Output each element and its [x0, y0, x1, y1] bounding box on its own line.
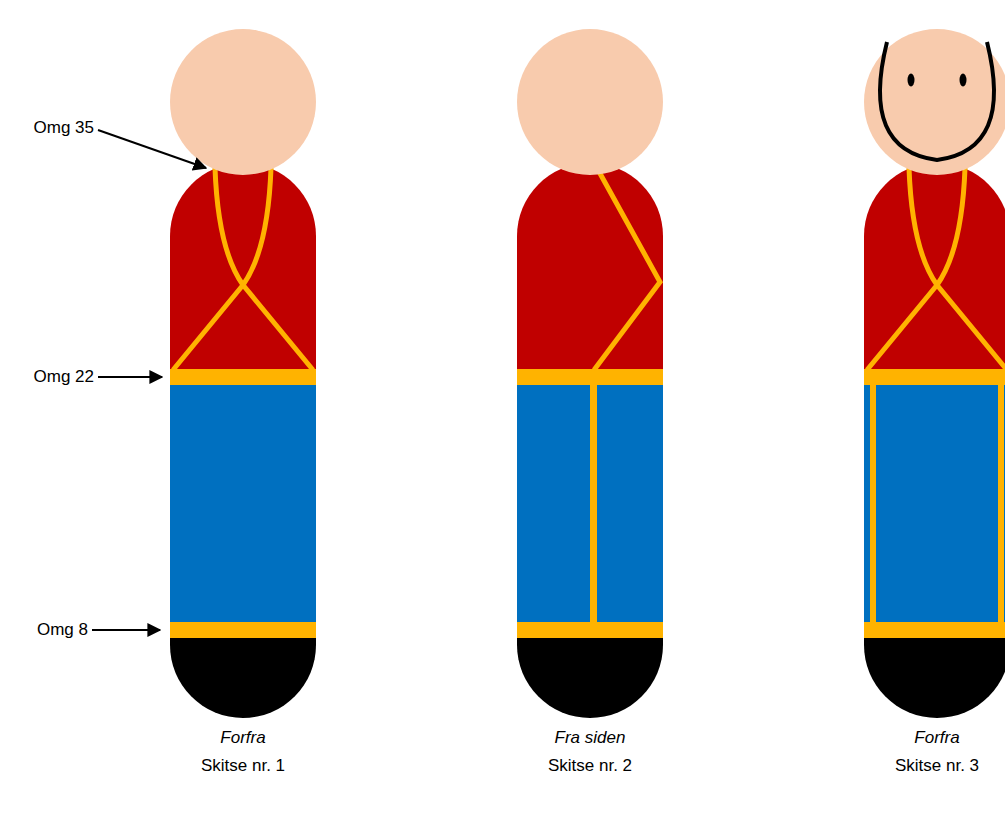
round-callout: Omg 22	[34, 367, 94, 387]
soldier-side	[517, 29, 663, 718]
leader-arrows	[92, 130, 206, 630]
view-label: Forfra	[914, 728, 959, 748]
view-label: Fra siden	[555, 728, 626, 748]
view-label: Forfra	[220, 728, 265, 748]
soldier-face	[864, 29, 1005, 718]
sketch-caption: Skitse nr. 1	[201, 756, 285, 776]
round-callout: Omg 8	[37, 620, 88, 640]
sketch-caption: Skitse nr. 2	[548, 756, 632, 776]
soldier-front	[170, 29, 316, 718]
round-callout: Omg 35	[34, 118, 94, 138]
sketch-caption: Skitse nr. 3	[895, 756, 979, 776]
